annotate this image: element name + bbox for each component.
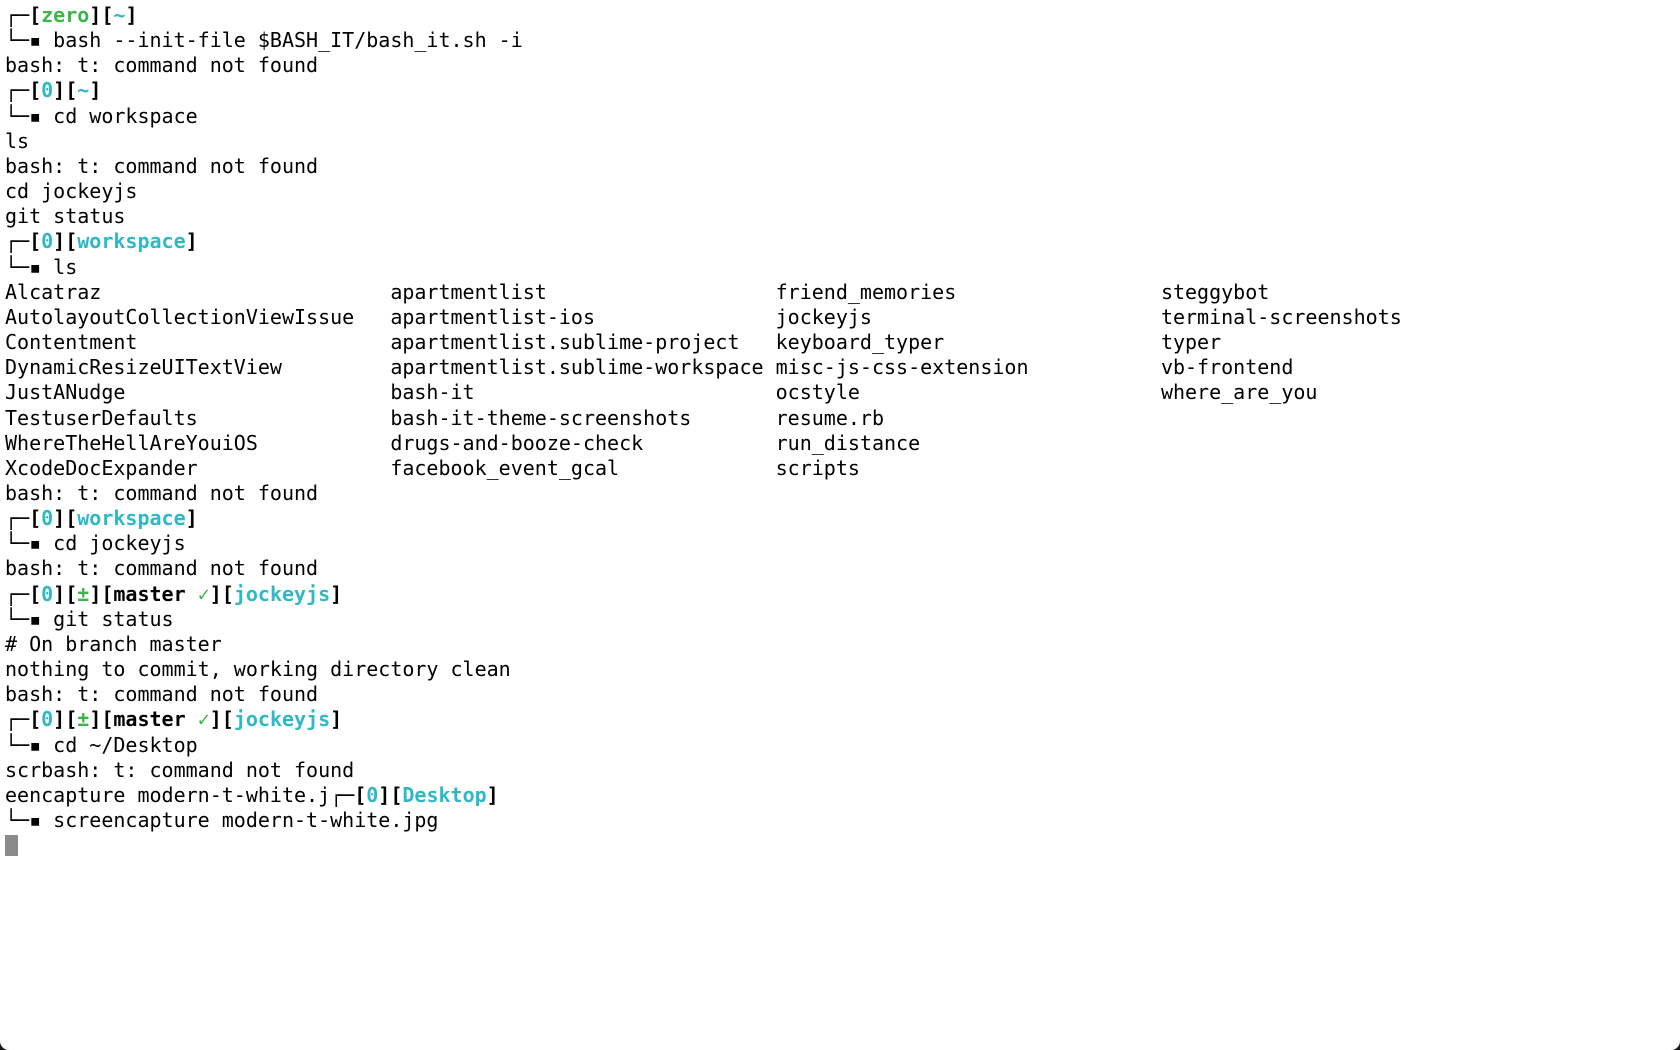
ls-row: AutolayoutCollectionViewIssue apartmentl… [5, 304, 1402, 329]
prompt-segment: ] [486, 782, 499, 807]
prompt-segment: ][ [89, 3, 114, 27]
ls-row: Contentment apartmentlist.sublime-projec… [5, 330, 1222, 355]
terminal-line: bash: t: command not found [5, 556, 319, 581]
ls-row: WhereTheHellAreYouiOS drugs-and-booze-ch… [5, 430, 921, 455]
prompt-cyan-segment: jockeyjs [233, 707, 331, 732]
text-segment: eencapture modern-t-white.j [5, 782, 331, 807]
terminal-line: ┌─[zero][~] [5, 3, 137, 27]
terminal-line: scrbash: t: command not found [5, 757, 355, 782]
terminal-line: └─▪ screencapture modern-t-white.jpg [5, 808, 439, 832]
terminal-output: ┌─[zero][~] └─▪ bash --init-file $BASH_I… [5, 3, 1402, 857]
terminal-line: # On branch master [5, 631, 222, 656]
terminal-line: ┌─[0][±][master ✓][jockeyjs] [5, 707, 342, 731]
terminal-line: ┌─[0][~] [5, 78, 101, 102]
prompt-segment: ┌─[ [5, 581, 42, 606]
prompt-green-segment: ✓ [197, 581, 210, 606]
prompt-cyan-segment: ~ [77, 78, 90, 103]
prompt-segment: ┌─[ [5, 3, 42, 27]
prompt-segment: ][ [209, 581, 234, 606]
prompt-segment: ] [125, 3, 138, 27]
prompt-cyan-segment: jockeyjs [233, 581, 331, 606]
prompt-green-segment: ± [77, 707, 90, 732]
terminal-line: cd jockeyjs [5, 179, 138, 204]
prompt-green-segment: zero [41, 3, 90, 27]
prompt-cyan-segment: Desktop [402, 782, 487, 807]
prompt-segment: ][ [53, 506, 78, 531]
prompt-green-segment: ± [77, 581, 90, 606]
prompt-segment: ┌─[ [5, 707, 42, 732]
prompt-cyan-segment: 0 [41, 581, 54, 606]
terminal-line: └─▪ cd jockeyjs [5, 531, 186, 556]
terminal-line: bash: t: command not found [5, 153, 319, 178]
desktop-corner-bottom-left [0, 1041, 9, 1050]
prompt-green-segment: ✓ [197, 707, 210, 732]
terminal-line: └─▪ bash --init-file $BASH_IT/bash_it.sh… [5, 28, 523, 53]
desktop-corner-bottom-right [1671, 1041, 1680, 1050]
terminal-line: └─▪ ls [5, 254, 78, 279]
terminal-line: ┌─[0][workspace] [5, 506, 198, 530]
prompt-segment: ][ [209, 707, 234, 732]
terminal-cursor [5, 834, 18, 856]
prompt-segment: ┌─[ [5, 506, 42, 531]
ls-row: XcodeDocExpander facebook_event_gcal scr… [5, 455, 860, 480]
terminal-line: nothing to commit, working directory cle… [5, 657, 511, 682]
terminal-line: └─▪ git status [5, 606, 174, 631]
prompt-segment: ][master [89, 707, 198, 732]
terminal-line: ┌─[0][±][master ✓][jockeyjs] [5, 582, 342, 606]
ls-row: Alcatraz apartmentlist friend_memories s… [5, 279, 1270, 304]
terminal-line: bash: t: command not found [5, 53, 319, 78]
ls-row: DynamicResizeUITextView apartmentlist.su… [5, 355, 1294, 380]
prompt-segment: ][master [89, 581, 198, 606]
prompt-segment: ][ [53, 78, 78, 103]
prompt-cyan-segment: 0 [41, 229, 54, 254]
terminal-line: └─▪ cd workspace [5, 103, 198, 128]
prompt-segment: ] [185, 229, 198, 254]
prompt-segment: ] [330, 707, 343, 732]
prompt-segment: ][ [53, 229, 78, 254]
terminal-line: eencapture modern-t-white.j┌─[0][Desktop… [5, 783, 499, 807]
prompt-segment: ] [89, 78, 102, 103]
prompt-cyan-segment: 0 [41, 506, 54, 531]
terminal-line: git status [5, 204, 126, 229]
prompt-segment: ┌─[ [330, 782, 367, 807]
prompt-segment: ] [185, 506, 198, 531]
terminal-line: bash: t: command not found [5, 682, 319, 707]
prompt-cyan-segment: workspace [77, 506, 186, 531]
prompt-segment: ┌─[ [5, 229, 42, 254]
terminal-line: ls [5, 128, 30, 153]
terminal-line: ┌─[0][workspace] [5, 229, 198, 253]
prompt-segment: ┌─[ [5, 78, 42, 103]
prompt-segment: ][ [378, 782, 403, 807]
prompt-cyan-segment: 0 [366, 782, 379, 807]
ls-row: TestuserDefaults bash-it-theme-screensho… [5, 405, 884, 430]
prompt-segment: ][ [53, 581, 78, 606]
prompt-segment: ] [330, 581, 343, 606]
prompt-cyan-segment: workspace [77, 229, 186, 254]
prompt-cyan-segment: 0 [41, 78, 54, 103]
terminal-line: bash: t: command not found [5, 480, 319, 505]
prompt-cyan-segment: ~ [113, 3, 126, 27]
ls-row: JustANudge bash-it ocstyle where_are_you [5, 380, 1318, 405]
terminal-line [5, 833, 18, 857]
prompt-segment: ][ [53, 707, 78, 732]
prompt-cyan-segment: 0 [41, 707, 54, 732]
terminal-line: └─▪ cd ~/Desktop [5, 732, 198, 757]
